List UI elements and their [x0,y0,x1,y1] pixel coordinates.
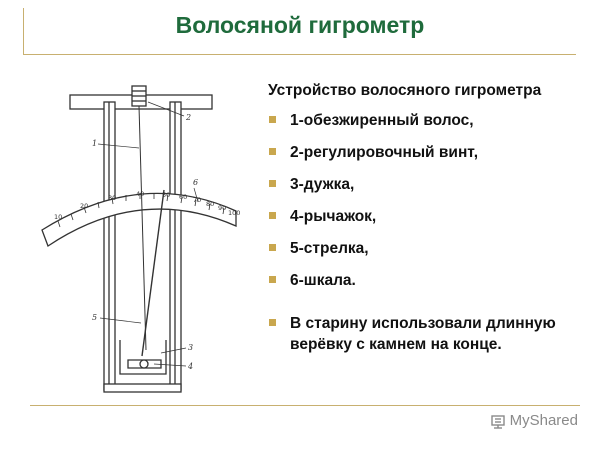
callout-label: 4 [187,362,193,371]
list-item-text: 2-регулировочный винт, [290,144,479,161]
scale-label: 80 [206,200,214,208]
bullet-icon [269,212,276,219]
list-item-note: В старину использовали длинную верёвку с… [268,313,588,355]
scale-label: 40 [136,190,144,198]
scale-arc [41,192,237,247]
list-item: 2-регулировочный винт, [268,142,588,163]
list-item: 6-шкала. [268,270,588,291]
logo-icon [490,414,505,429]
device-heading: Устройство волосяного гигрометра [268,82,542,99]
bullet-icon [269,276,276,283]
list-item-text: 5-стрелка, [290,240,369,257]
top-divider [23,54,576,55]
callout-label: 2 [185,113,191,122]
list-item: 5-стрелка, [268,238,588,259]
note-text: В старину использовали длинную верёвку с… [290,315,556,353]
hair [138,105,147,351]
logo-text: MyShared [509,412,578,429]
slide-title: Волосяной гигрометр [175,12,425,38]
bullet-icon [269,319,276,326]
callout-label: 1 [92,139,97,148]
callout-label: 6 [193,178,198,187]
bullet-icon [269,244,276,251]
scale-label: 20 [80,202,88,210]
content-block: Устройство волосяного гигрометра 1-обезж… [268,80,588,366]
callout-label: 5 [92,313,97,322]
list-item-text: 4-рычажок, [290,208,377,225]
pointer [141,189,165,357]
myshared-logo[interactable]: MyShared [490,412,578,429]
bullet-icon [269,148,276,155]
list-item-text: 3-дужка, [290,176,355,193]
scale-label: 90 [218,204,226,212]
list-item: 1-обезжиренный волос, [268,110,588,131]
bullet-icon [269,180,276,187]
scale-label: 70 [193,196,201,204]
scale-label: 100 [228,209,240,217]
hygrometer-diagram: 10 20 30 40 50 60 70 80 90 100 1 2 3 4 5… [36,78,258,396]
left-vertical-rule [23,8,24,54]
bullet-icon [269,116,276,123]
parts-list: 1-обезжиренный волос, 2-регулировочный в… [268,110,588,355]
scale-label: 50 [162,191,170,199]
scale-label: 60 [179,193,187,201]
scale-label: 10 [54,213,62,221]
list-item-text: 1-обезжиренный волос, [290,112,474,129]
list-item-text: 6-шкала. [290,272,356,289]
list-item: 3-дужка, [268,174,588,195]
scale-label: 30 [108,194,116,202]
bottom-divider [30,405,580,406]
frame-base [103,383,182,393]
list-item: 4-рычажок, [268,206,588,227]
callout-label: 3 [188,343,193,352]
bracket [119,340,167,375]
